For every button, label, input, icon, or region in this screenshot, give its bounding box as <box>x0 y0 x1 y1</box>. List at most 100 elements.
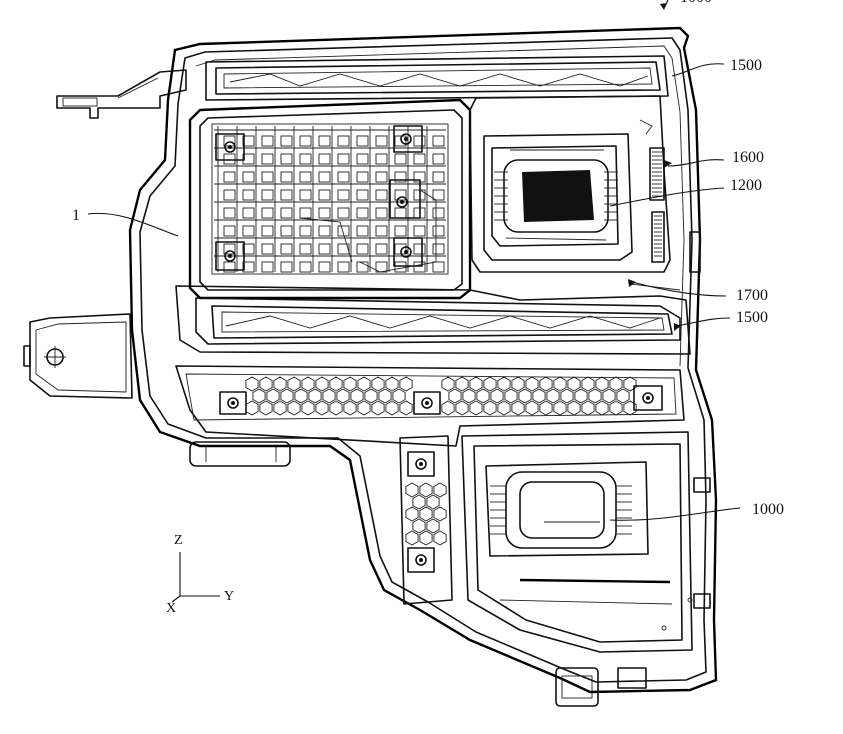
leader-lines <box>87 63 741 521</box>
grid-cell <box>394 207 407 219</box>
grid-cell <box>337 225 350 237</box>
hex-cell <box>476 388 490 404</box>
hex-cell <box>315 400 329 416</box>
hex-cell <box>602 388 616 404</box>
grid-cell <box>280 261 293 273</box>
grid-cell <box>261 153 274 165</box>
hex-cell <box>357 376 371 392</box>
grid-cell <box>337 261 350 273</box>
hex-cell <box>483 376 497 392</box>
hex-cell <box>392 388 406 404</box>
projector-module <box>469 95 681 291</box>
grid-cell <box>413 153 426 165</box>
grid-cell <box>318 261 331 273</box>
right-side-clips <box>689 231 711 609</box>
grid-cell <box>223 261 236 273</box>
grid-cell <box>223 207 236 219</box>
grid-cell <box>432 153 445 165</box>
grid-cell <box>280 243 293 255</box>
hex-cell <box>322 388 336 404</box>
grid-cell <box>299 243 312 255</box>
hex-cell <box>385 400 399 416</box>
grid-cell <box>394 243 407 255</box>
grid-cell <box>318 225 331 237</box>
grid-cell <box>299 189 312 201</box>
honeycomb-column <box>399 435 453 605</box>
grid-cell <box>375 225 388 237</box>
grid-cell <box>261 225 274 237</box>
hex-cell <box>567 376 581 392</box>
hex-cell <box>405 506 419 522</box>
hex-cell <box>588 388 602 404</box>
grid-cell <box>375 189 388 201</box>
grid-cell <box>356 171 369 183</box>
grid-cell <box>318 171 331 183</box>
hex-cell <box>433 506 447 522</box>
grid-cell <box>375 153 388 165</box>
hex-cell <box>455 376 469 392</box>
hex-cell <box>574 388 588 404</box>
grid-cell <box>242 243 255 255</box>
grid-cell <box>337 153 350 165</box>
hex-cell <box>412 518 426 534</box>
honeycomb-strip <box>175 365 685 447</box>
hex-cell <box>567 400 581 416</box>
grid-cell <box>223 189 236 201</box>
upper-light-guide <box>205 55 669 101</box>
grid-cell <box>299 261 312 273</box>
hex-cell <box>301 400 315 416</box>
grid-cell <box>394 261 407 273</box>
grid-cell <box>413 261 426 273</box>
hex-cell <box>245 376 259 392</box>
hex-cell <box>433 482 447 498</box>
hex-cell <box>595 400 609 416</box>
hex-cell <box>553 376 567 392</box>
grid-cell <box>261 261 274 273</box>
left-mount-lug <box>23 313 133 399</box>
hex-cell <box>448 388 462 404</box>
grid-cell <box>261 243 274 255</box>
hex-cell <box>532 388 546 404</box>
grid-cell <box>242 207 255 219</box>
hex-cell <box>518 388 532 404</box>
hex-cell <box>399 376 413 392</box>
axis-x-label: X <box>166 601 176 616</box>
hex-cell <box>623 376 637 392</box>
hex-cell <box>273 376 287 392</box>
hex-cell <box>419 482 433 498</box>
hex-cell <box>441 376 455 392</box>
label-lower-light-guide: 1500 <box>736 309 768 326</box>
hex-cell <box>329 376 343 392</box>
label-upper-lens-window: 1600 <box>732 149 764 166</box>
hex-cell <box>539 376 553 392</box>
hex-cell <box>364 388 378 404</box>
projector-fins-right <box>604 171 618 221</box>
grid-cell <box>432 225 445 237</box>
upper-lens-window <box>649 147 665 263</box>
hex-cell <box>497 400 511 416</box>
grid-cell <box>375 135 388 147</box>
top-reference-label: 1000 <box>680 0 712 6</box>
grid-cell <box>337 189 350 201</box>
hex-cell <box>294 388 308 404</box>
label-projector-module: 1200 <box>730 177 762 194</box>
bottom-connector <box>189 441 647 707</box>
upper-grid-panel <box>188 98 472 300</box>
hex-cell <box>259 376 273 392</box>
projector-fins-left <box>494 171 508 221</box>
grid-cell <box>223 243 236 255</box>
grid-cell <box>261 171 274 183</box>
hex-cell <box>287 376 301 392</box>
hex-cell <box>329 400 343 416</box>
grid-cell <box>337 135 350 147</box>
grid-cell <box>356 207 369 219</box>
hex-cell <box>343 400 357 416</box>
hex-cell <box>287 400 301 416</box>
grid-cell <box>432 189 445 201</box>
grid-cell <box>413 243 426 255</box>
grid-cell <box>242 171 255 183</box>
hex-cell <box>371 376 385 392</box>
grid-cell <box>242 261 255 273</box>
grid-cell <box>394 153 407 165</box>
